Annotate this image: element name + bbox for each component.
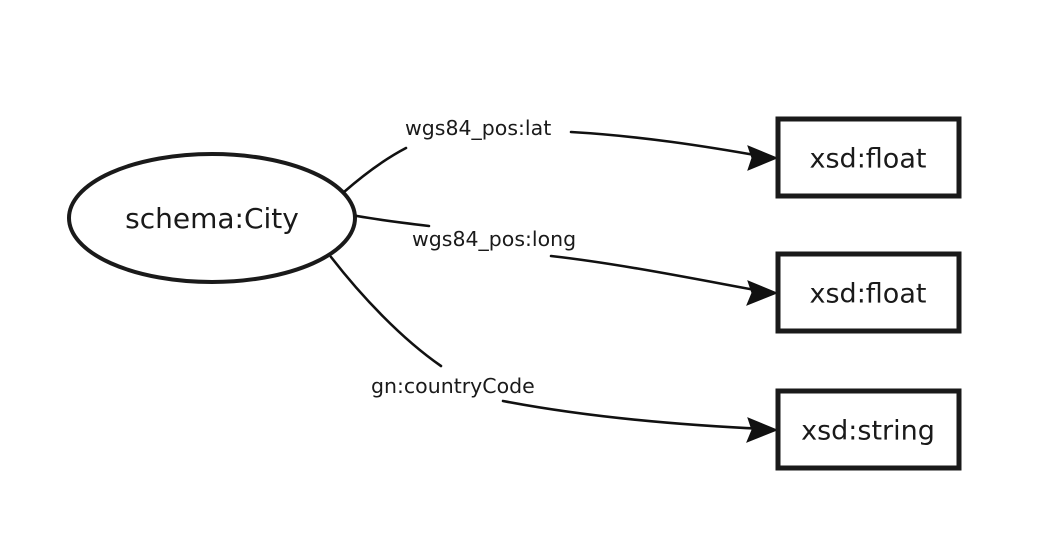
box-shape [775, 116, 962, 199]
edge-wgs84-pos-lat-head [569, 130, 768, 159]
node-xsd-string[interactable]: xsd:string [775, 388, 962, 471]
edge-wgs84-pos-long-tail [355, 214, 431, 228]
node-xsd-float-1[interactable]: xsd:float [775, 116, 962, 199]
arrowhead-icon [746, 417, 779, 443]
ellipse-shape [67, 152, 357, 284]
arrowhead-icon [747, 145, 779, 171]
edge-wgs84-pos-lat-tail [342, 146, 408, 194]
edge-gn-country-code-head [501, 399, 768, 431]
box-shape [775, 251, 962, 334]
arrowhead-icon [746, 280, 779, 306]
edge-gn-country-code[interactable]: gn:countryCode [329, 255, 779, 443]
node-xsd-float-2-label: xsd:float [810, 279, 927, 310]
node-schema-city[interactable]: schema:City [67, 152, 357, 284]
edge-wgs84-pos-long-label: wgs84_pos:long [412, 227, 576, 252]
box-shape [775, 388, 962, 471]
node-xsd-string-label: xsd:string [801, 416, 935, 447]
node-schema-city-label: schema:City [125, 202, 299, 235]
edge-wgs84-pos-lat-label: wgs84_pos:lat [405, 116, 551, 141]
node-xsd-float-1-label: xsd:float [810, 144, 927, 175]
edge-wgs84-pos-long-head [549, 254, 768, 294]
node-xsd-float-2[interactable]: xsd:float [775, 251, 962, 334]
edge-gn-country-code-label: gn:countryCode [371, 374, 535, 398]
edge-gn-country-code-tail [329, 255, 443, 368]
edge-wgs84-pos-long[interactable]: wgs84_pos:long [355, 214, 779, 306]
edge-wgs84-pos-lat[interactable]: wgs84_pos:lat [342, 116, 779, 194]
